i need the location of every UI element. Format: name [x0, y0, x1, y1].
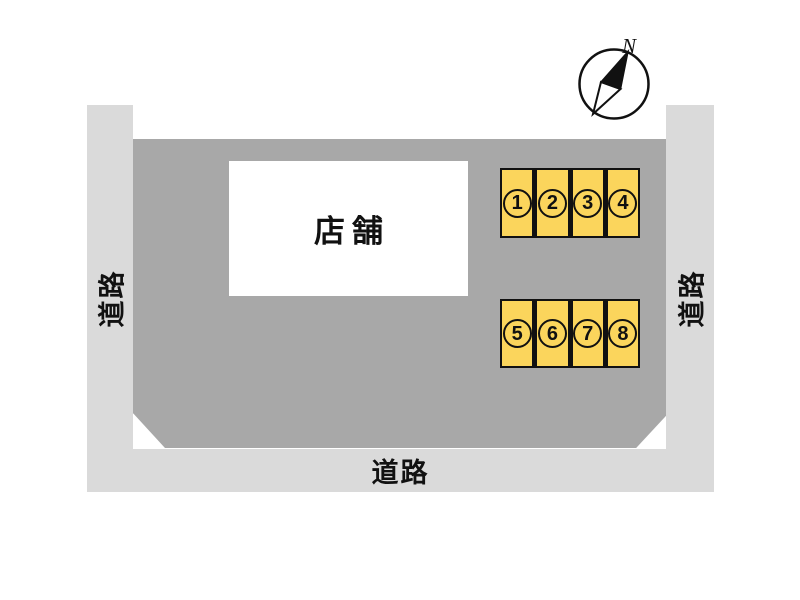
parking-stall-4: 4: [602, 170, 638, 236]
road-left: 道路: [87, 105, 133, 492]
road-bottom: 道路: [87, 449, 714, 492]
parking-stall-7: 7: [567, 301, 603, 366]
parking-stall-8: 8: [602, 301, 638, 366]
compass-needle-north: [599, 48, 630, 90]
stall-number-2: 2: [537, 188, 567, 218]
stall-number-1: 1: [502, 188, 532, 218]
stall-number-5: 5: [502, 319, 532, 348]
stall-number-3: 3: [573, 188, 603, 218]
parking-stall-5: 5: [502, 301, 533, 366]
compass-icon: N: [578, 34, 650, 120]
parking-row-1: 1 2 3 4: [500, 168, 640, 238]
parking-stall-1: 1: [502, 170, 533, 236]
stall-number-6: 6: [537, 319, 567, 348]
road-label-left: 道路: [97, 269, 128, 328]
stall-number-7: 7: [573, 319, 603, 348]
parking-stall-3: 3: [567, 170, 603, 236]
parking-stall-2: 2: [532, 170, 568, 236]
parking-row-2: 5 6 7 8: [500, 299, 640, 368]
road-label-right: 道路: [677, 269, 708, 328]
store-building: 店舗: [229, 161, 468, 296]
road-label-bottom: 道路: [371, 458, 430, 488]
stall-number-4: 4: [608, 188, 638, 218]
store-label: 店舗: [314, 214, 390, 249]
compass-north-label: N: [621, 34, 637, 58]
road-right: 道路: [666, 105, 714, 492]
stall-number-8: 8: [608, 319, 638, 348]
parking-stall-6: 6: [532, 301, 568, 366]
